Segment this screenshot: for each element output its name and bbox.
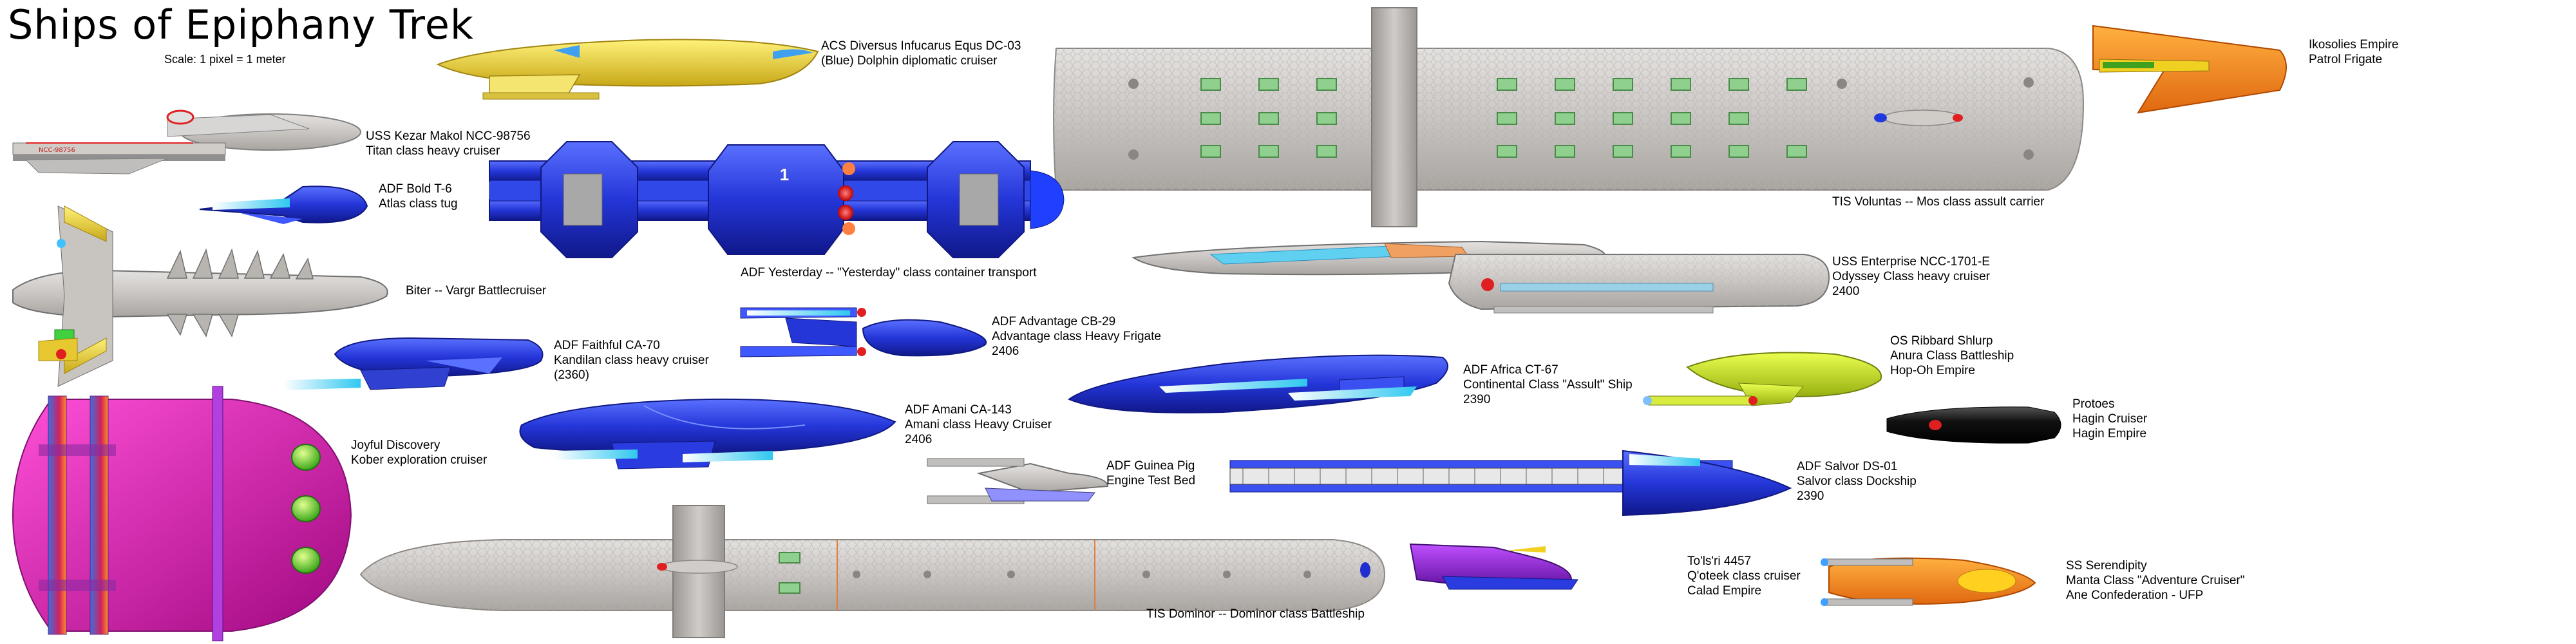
os-ribbard-shlurp-ship — [1643, 352, 1882, 406]
adf-guinea-pig-ship — [927, 458, 1109, 504]
tis-voluntas-ship — [1053, 7, 2085, 227]
adf-amani-ship — [519, 398, 896, 469]
uss-enterprise-ship — [1132, 240, 1830, 314]
biter-label: Biter -- Vargr Battlecruiser — [406, 284, 547, 298]
ss-serendipity-ship — [1821, 557, 2036, 606]
uss-kezar-makol-ship: NCC-98756 — [12, 109, 361, 175]
adf-bold-ship — [199, 185, 368, 224]
yesterday-pod-number: 1 — [780, 165, 789, 184]
adf-advantage-ship — [740, 307, 987, 357]
tolsri-ship — [1409, 543, 1578, 590]
tis-dominor-ship — [359, 505, 1386, 638]
tis-voluntas-label: TIS Voluntas -- Mos class assult carrier — [1832, 195, 2045, 209]
adf-yesterday-label: ADF Yesterday -- "Yesterday" class conta… — [741, 266, 1037, 279]
kezar-hull-marking: NCC-98756 — [39, 147, 75, 154]
adf-salvor-ship — [1229, 450, 1792, 516]
protoes-ship — [1886, 406, 2061, 444]
biter-ship — [12, 205, 388, 387]
ikosolies-frigate-ship — [2092, 24, 2287, 114]
adf-yesterday-ship: 1 — [489, 141, 1065, 258]
acs-diversus-label: ACS Diversus Infucarus Equs DC-03(Blue) … — [821, 39, 1021, 68]
adf-africa-ship — [1067, 354, 1448, 413]
adf-faithful-ship — [283, 337, 544, 390]
joyful-discovery-ship — [12, 386, 352, 641]
acs-diversus-ship — [436, 39, 819, 100]
page-title: Ships of Epiphany Trek — [8, 1, 474, 48]
tis-dominor-label: TIS Dominor -- Dominor class Battleship — [1146, 607, 1365, 621]
scale-note: Scale: 1 pixel = 1 meter — [164, 53, 286, 66]
